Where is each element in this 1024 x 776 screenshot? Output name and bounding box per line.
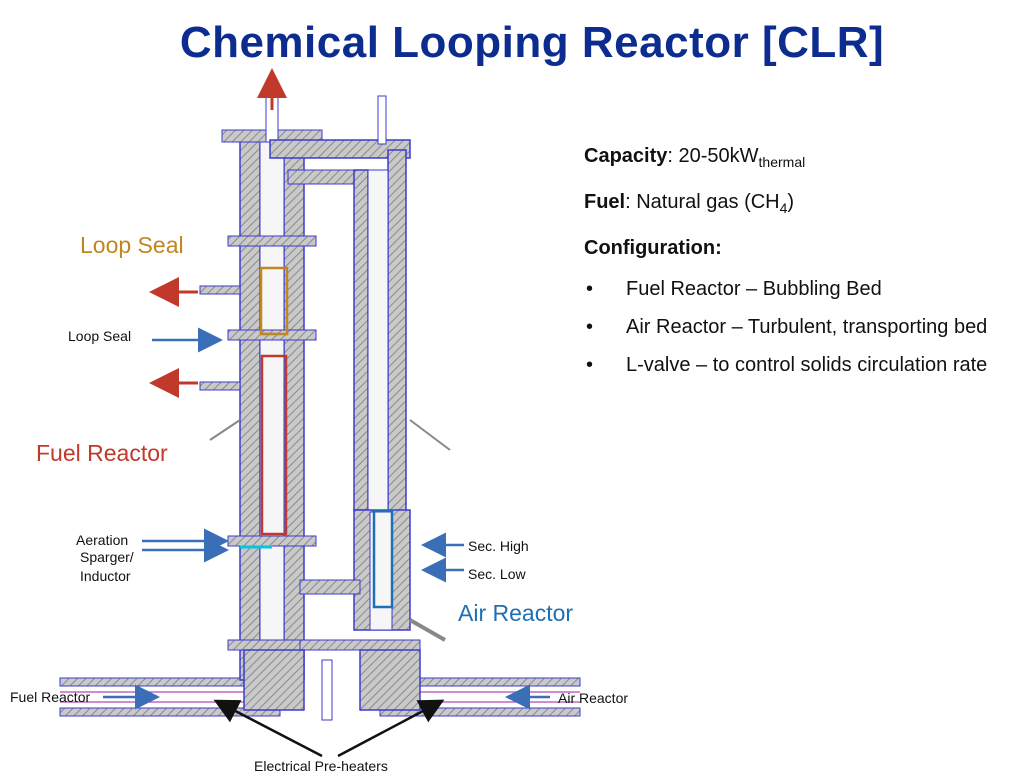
inductor-label: Inductor [80, 568, 131, 584]
bullet-icon: • [586, 354, 594, 376]
fuel-close: ) [787, 191, 795, 213]
loop-seal-inlet-label: Loop Seal [68, 328, 132, 344]
configuration-heading: Configuration: [584, 237, 722, 259]
fuel-reactor-column [199, 85, 323, 681]
loop-seal-highlight [259, 266, 289, 336]
preheater-left-arrow [213, 699, 323, 758]
fuel-sub: 4 [779, 200, 788, 216]
air-reactor-label: Air Reactor [458, 600, 574, 626]
fuel-label: Fuel [584, 191, 626, 213]
specs-panel: Capacity: 20-50kWthermal Fuel: Natural g… [584, 142, 1014, 388]
preheater-right-arrow [337, 699, 445, 758]
fuel-reactor-highlight [260, 354, 288, 536]
capacity-sub: thermal [758, 154, 806, 170]
loop-seal-label: Loop Seal [80, 232, 184, 258]
bullet-icon: • [586, 278, 594, 300]
bullet-icon: • [586, 316, 594, 338]
air-reactor-inlet-label: Air Reactor [558, 690, 629, 706]
list-item: •L-valve – to control solids circulation… [584, 350, 1014, 380]
list-item: •Air Reactor – Turbulent, transporting b… [584, 312, 1014, 342]
fuel-reactor-label: Fuel Reactor [36, 440, 168, 466]
sec-low-label: Sec. Low [468, 566, 526, 582]
capacity-label: Capacity [584, 145, 668, 167]
configuration-list: •Fuel Reactor – Bubbling Bed •Air Reacto… [584, 274, 1014, 380]
capacity-value: : 20-50kW [667, 145, 759, 167]
capacity-line: Capacity: 20-50kWthermal [584, 142, 1014, 176]
sec-high-label: Sec. High [468, 538, 529, 554]
sparger-label: Sparger/ [80, 549, 134, 565]
fuel-reactor-inlet-label: Fuel Reactor [10, 689, 91, 705]
fuel-value: : Natural gas (CH [625, 191, 780, 213]
lower-plenums [243, 649, 421, 721]
air-reactor-riser [299, 149, 451, 651]
fuel-line: Fuel: Natural gas (CH4) [584, 188, 1014, 222]
aeration-label: Aeration [76, 532, 129, 548]
page-title: Chemical Looping Reactor [CLR] [179, 18, 885, 67]
air-reactor-highlight [372, 509, 394, 609]
list-item: •Fuel Reactor – Bubbling Bed [584, 274, 1014, 304]
preheaters-label: Electrical Pre-heaters [254, 758, 388, 774]
